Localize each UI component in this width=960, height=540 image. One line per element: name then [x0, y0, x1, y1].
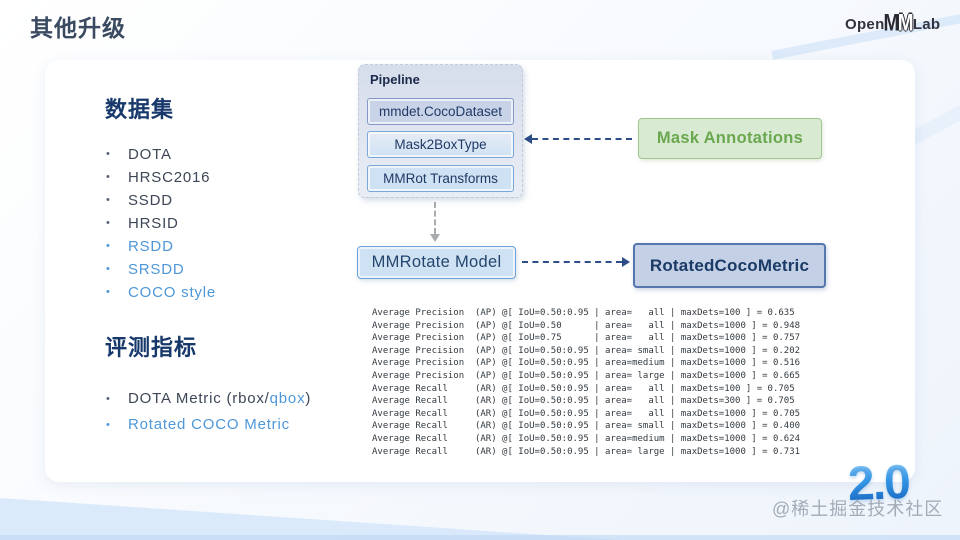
bullet-icon: •: [106, 217, 111, 229]
metric-label-prefix: DOTA Metric (rbox/: [128, 390, 270, 407]
pipeline-container: Pipeline mmdet.CocoDataset Mask2BoxType …: [358, 64, 523, 198]
logo-mm-icon: M: [883, 10, 900, 37]
metric-label-suffix: ): [305, 390, 312, 407]
dataset-label: SSDD: [128, 192, 173, 209]
arrowhead-down-icon: [430, 234, 440, 242]
dataset-label: RSDD: [128, 238, 174, 255]
logo-lab-text: Lab: [912, 15, 941, 33]
datasets-heading: 数据集: [105, 97, 175, 122]
watermark: @稀土掘金技术社区: [772, 499, 944, 519]
metrics-heading: 评测指标: [105, 335, 198, 360]
dataset-label: HRSID: [128, 215, 179, 232]
dataset-label: COCO style: [128, 284, 217, 301]
arrowhead-right-icon: [622, 257, 630, 267]
list-item: • RSDD: [106, 235, 216, 258]
dataset-label: HRSC2016: [128, 169, 211, 186]
arrow-mask-to-pipeline: [532, 138, 632, 140]
pipeline-step-mask2boxtype: Mask2BoxType: [367, 131, 514, 158]
page-title: 其他升级: [30, 15, 126, 41]
metric-label: Rotated COCO Metric: [128, 416, 290, 433]
bullet-icon: •: [106, 148, 111, 160]
list-item: • DOTA: [106, 143, 216, 166]
bottom-bar: [0, 535, 960, 540]
datasets-list: • DOTA • HRSC2016 • SSDD • HRSID • RSDD • SRSD…: [106, 143, 216, 304]
arrowhead-left-icon: [524, 134, 532, 144]
background-wedge: [0, 498, 620, 540]
logo-open-text: Open: [845, 15, 885, 33]
pipeline-step-cocodataset: mmdet.CocoDataset: [367, 98, 514, 125]
mask-annotations-node: Mask Annotations: [638, 118, 822, 159]
list-item: • HRSID: [106, 212, 216, 235]
arrow-pipeline-to-model: [434, 202, 436, 234]
bullet-icon: •: [106, 419, 111, 431]
bullet-icon: •: [106, 393, 111, 405]
list-item: • COCO style: [106, 281, 216, 304]
pipeline-step-mmrot-transforms: MMRot Transforms: [367, 165, 514, 192]
bullet-icon: •: [106, 263, 111, 275]
list-item: • SSDD: [106, 189, 216, 212]
metric-label: DOTA Metric (rbox/qbox): [128, 386, 311, 412]
pipeline-title: Pipeline: [370, 72, 420, 87]
dataset-label: SRSDD: [128, 261, 185, 278]
metrics-list: • DOTA Metric (rbox/qbox) • Rotated COCO M…: [106, 386, 311, 438]
coco-eval-output: Average Precision (AP) @[ IoU=0.50:0.95 …: [372, 308, 801, 457]
bullet-icon: •: [106, 286, 111, 298]
list-item: • SRSDD: [106, 258, 216, 281]
list-item: • DOTA Metric (rbox/qbox): [106, 386, 311, 412]
list-item: • Rotated COCO Metric: [106, 412, 311, 438]
arrow-model-to-metric: [522, 261, 622, 263]
dataset-label: DOTA: [128, 146, 172, 163]
bullet-icon: •: [106, 171, 111, 183]
bullet-icon: •: [106, 240, 111, 252]
logo-mm-outline-icon: M: [897, 10, 914, 37]
bullet-icon: •: [106, 194, 111, 206]
metric-label-highlight: qbox: [269, 390, 306, 407]
rotatedcocometric-node: RotatedCocoMetric: [633, 243, 826, 288]
mmrotate-model-node: MMRotate Model: [357, 246, 516, 279]
list-item: • HRSC2016: [106, 166, 216, 189]
